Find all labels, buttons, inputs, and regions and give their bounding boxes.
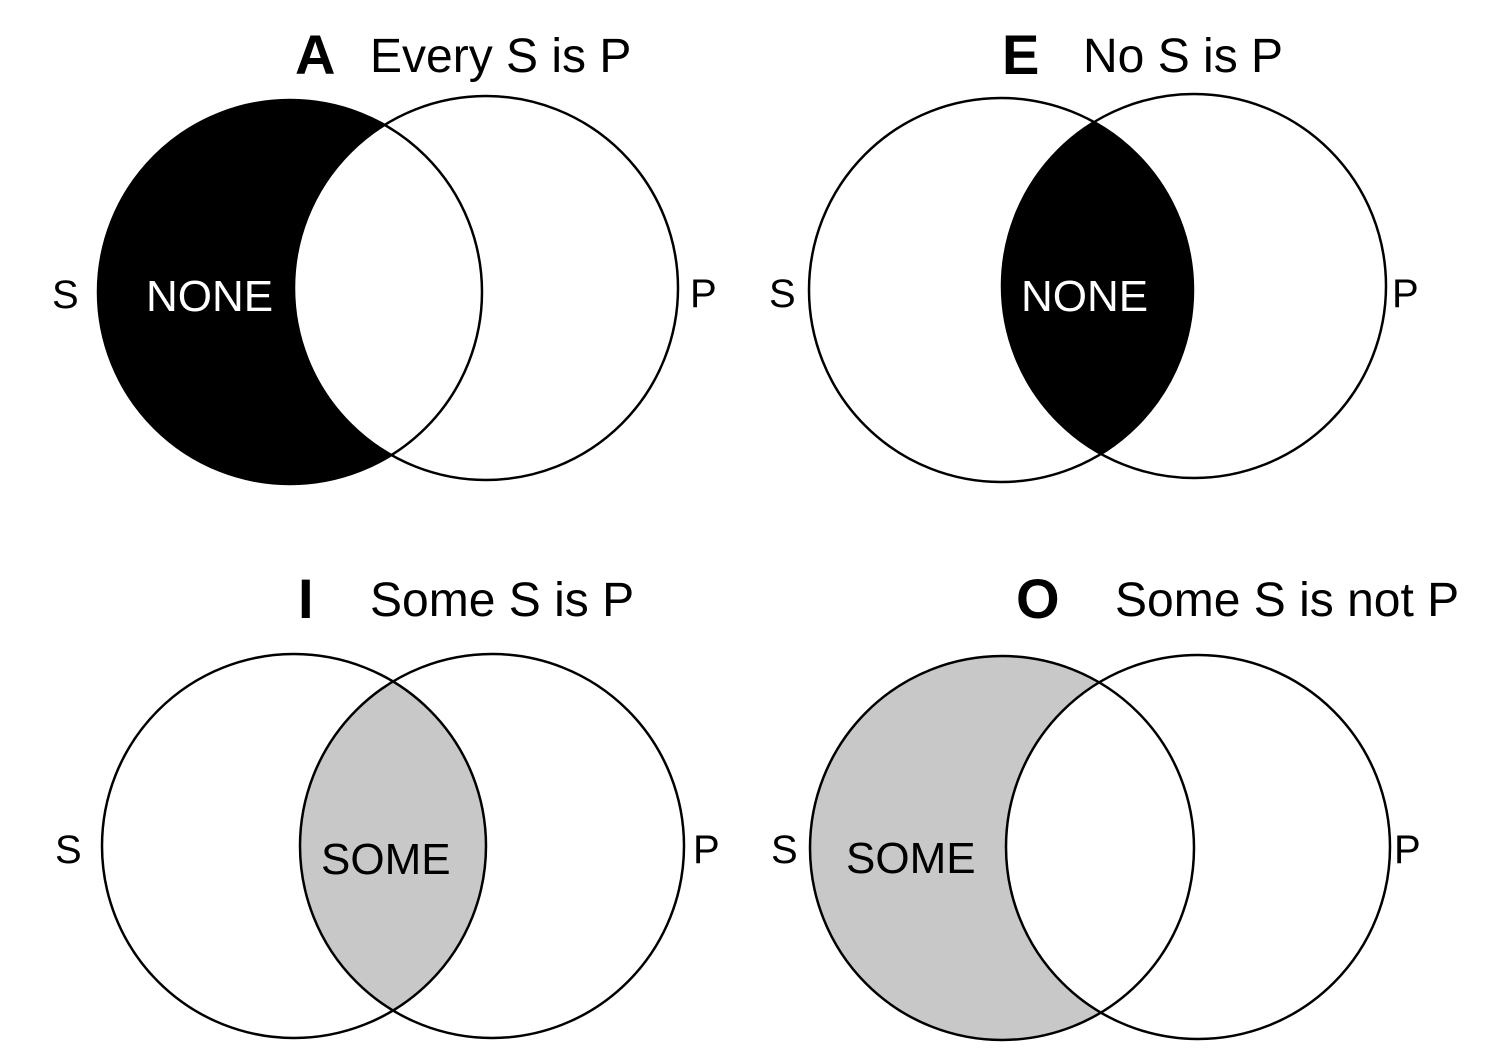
panel-i-circle-p: [298, 652, 686, 1040]
panel-a-label-s: S: [52, 273, 79, 317]
panel-e-region-label: NONE: [1021, 272, 1148, 321]
panel-o-statement: Some S is not P: [1115, 574, 1459, 627]
panel-e-statement: No S is P: [1083, 30, 1283, 83]
panel-e-label-s: S: [769, 272, 796, 316]
panel-o-label-s: S: [771, 828, 798, 872]
panel-o-region-label: SOME: [846, 834, 976, 883]
panel-i-letter: I: [298, 567, 314, 630]
panel-a-letter: A: [295, 23, 335, 86]
panel-i-region-label: SOME: [321, 835, 451, 884]
panel-a-region-label: NONE: [146, 272, 273, 321]
panel-a: A Every S is P S P NONE: [52, 23, 717, 486]
panel-e-shaded-region: [1002, 122, 1193, 454]
panel-a-shaded-region: [98, 100, 392, 485]
panel-o-circle-p: [1004, 653, 1392, 1041]
panel-i-label-s: S: [55, 828, 82, 872]
panel-o-circle-s: [808, 654, 1196, 1042]
panel-a-circle-s: [96, 98, 484, 486]
panel-i-statement: Some S is P: [370, 574, 634, 627]
panel-e-circle-s: [807, 96, 1195, 484]
panel-e-circle-p: [1000, 92, 1388, 480]
panel-o-label-p: P: [1394, 828, 1421, 872]
panel-a-statement: Every S is P: [370, 30, 631, 83]
panel-e-letter: E: [1002, 23, 1039, 86]
panel-o: O Some S is not P S P SOME: [771, 567, 1459, 1042]
panel-i-shaded-region: [299, 681, 486, 1011]
panel-e: E No S is P S P NONE: [769, 23, 1419, 484]
panel-i-label-p: P: [693, 828, 720, 872]
panel-i: I Some S is P S P SOME: [55, 567, 720, 1040]
panel-e-label-p: P: [1392, 272, 1419, 316]
panel-i-circle-s: [100, 652, 488, 1040]
panel-o-letter: O: [1016, 567, 1060, 630]
panel-o-shaded-region: [810, 656, 1101, 1040]
panel-a-circle-p: [292, 94, 680, 482]
panel-a-label-p: P: [690, 272, 717, 316]
